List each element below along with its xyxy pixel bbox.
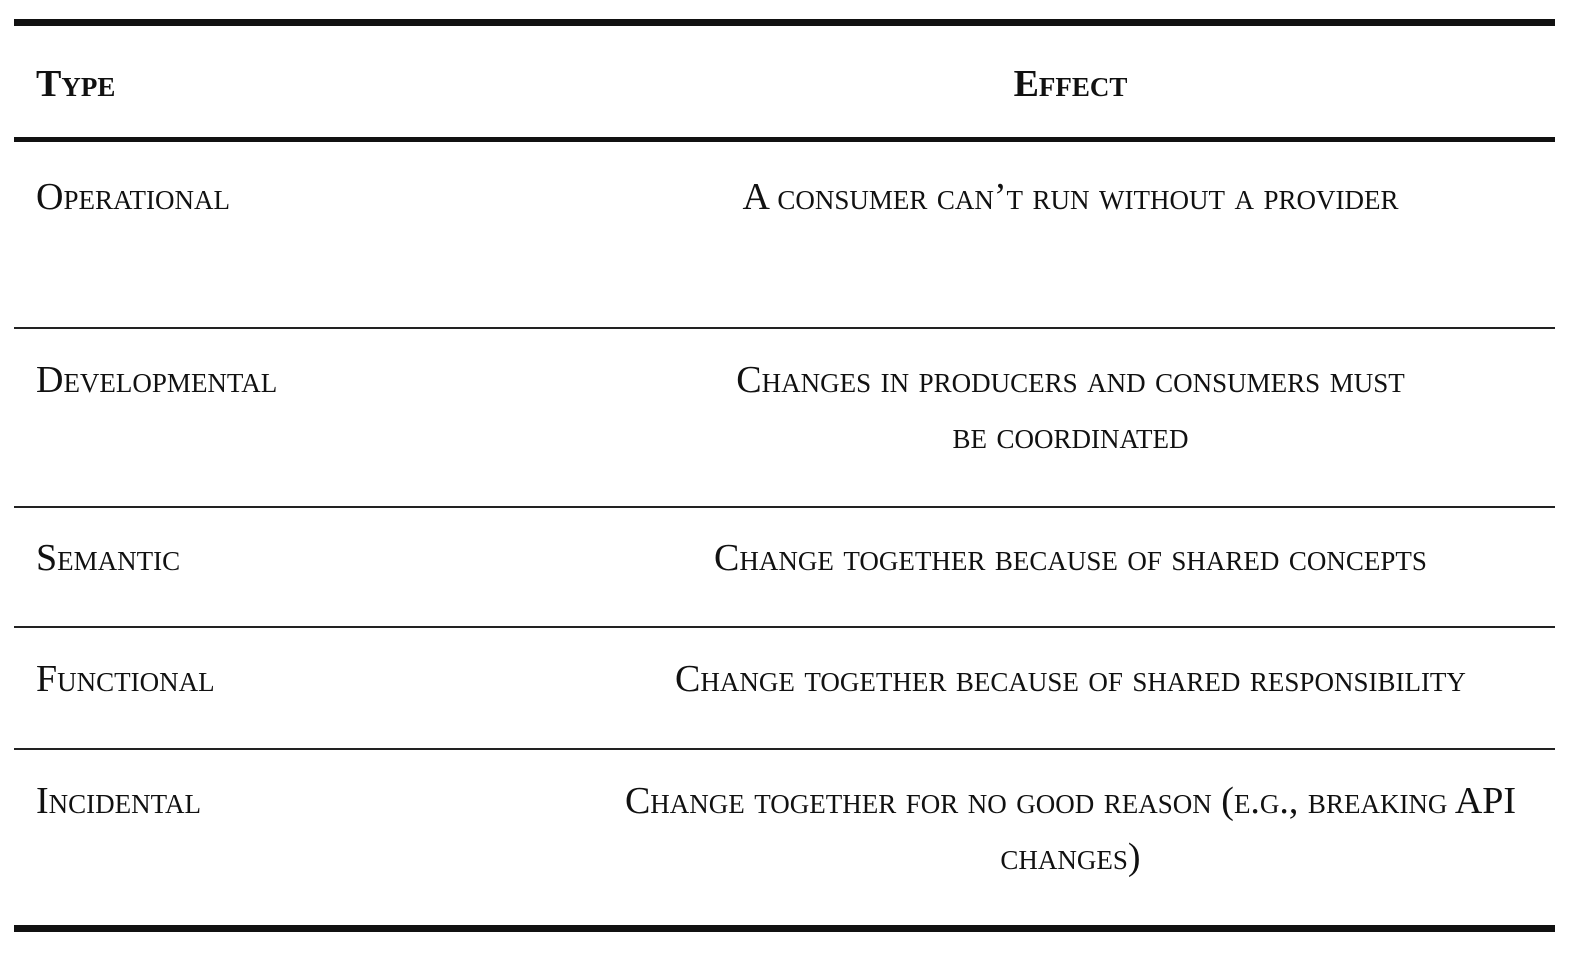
row-type-developmental: Developmental [14, 327, 586, 508]
coupling-types-table: Type Effect Operational A consumer can’t… [14, 19, 1555, 932]
row-type-functional: Functional [14, 626, 586, 750]
table-row: Incidental Change together for no good r… [14, 748, 1555, 932]
table: Type Effect Operational A consumer can’t… [14, 19, 1555, 932]
row-type-semantic: Semantic [14, 506, 586, 628]
table-header-row: Type Effect [14, 19, 1555, 142]
row-effect-developmental: Changes in producers and consumers must … [586, 327, 1555, 508]
row-type-operational: Operational [14, 139, 586, 329]
row-effect-incidental: Change together for no good reason (e.g.… [586, 748, 1555, 932]
table-row: Functional Change together because of sh… [14, 626, 1555, 750]
table-row: Developmental Changes in producers and c… [14, 327, 1555, 508]
header-type: Type [14, 19, 586, 142]
header-effect: Effect [586, 19, 1555, 142]
table-row: Semantic Change together because of shar… [14, 506, 1555, 628]
row-type-incidental: Incidental [14, 748, 586, 932]
table-row: Operational A consumer can’t run without… [14, 139, 1555, 329]
row-effect-operational: A consumer can’t run without a provider [586, 139, 1555, 329]
row-effect-functional: Change together because of shared respon… [586, 626, 1555, 750]
row-effect-semantic: Change together because of shared concep… [586, 506, 1555, 628]
